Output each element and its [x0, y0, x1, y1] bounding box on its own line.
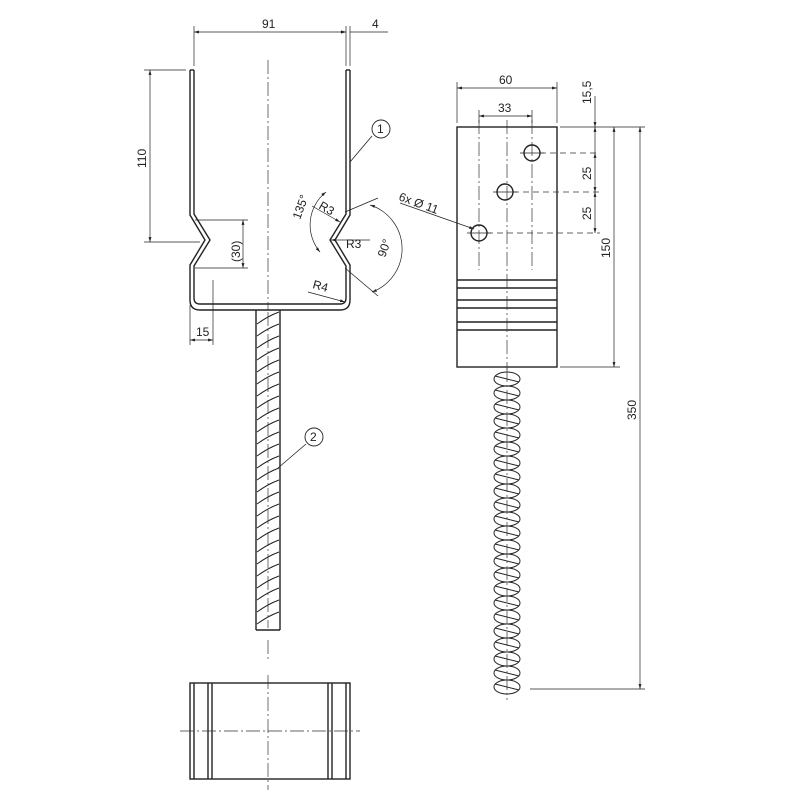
dim-thickness: 4	[372, 17, 379, 31]
dim-hole-spacing: 33	[498, 101, 512, 115]
dim-bend-angle: 90°	[375, 237, 394, 259]
rebar-rib	[256, 371, 280, 385]
rebar-front	[255, 310, 281, 631]
rebar-side	[493, 368, 521, 700]
dim-radius-upper: R3	[317, 198, 338, 218]
dim-plate-height: 150	[599, 238, 613, 258]
dim-holes: 6x Ø 11	[397, 190, 441, 217]
rebar-rib-line	[494, 627, 520, 635]
dim-hole-pitch-1: 25	[580, 166, 594, 180]
dim-top-edge: 15,5	[580, 80, 594, 104]
front-dimensions: 91 4 110 (30) 15 135° R3 R3 90° R4	[135, 17, 403, 345]
dim-radius-inner: R3	[346, 237, 362, 251]
rebar-rib-line	[494, 599, 520, 607]
side-view	[456, 120, 600, 370]
dim-total-height: 350	[625, 400, 639, 420]
side-dimensions: 60 33 15,5 25 25 150 350 6x Ø 11	[397, 73, 645, 690]
rebar-rib	[256, 431, 280, 445]
dim-leg-height: 110	[135, 149, 149, 168]
balloon-1: 1	[349, 119, 391, 163]
dim-notch-angle: 135°	[290, 193, 312, 221]
balloon-2-label: 2	[310, 430, 317, 444]
front-view	[189, 60, 351, 660]
dim-side-width: 60	[499, 73, 513, 87]
u-bracket-outer	[189, 70, 351, 311]
dim-front-width: 91	[262, 17, 276, 31]
dim-bottom-offset: 15	[196, 325, 210, 339]
bottom-view	[180, 675, 360, 790]
rebar-rib-line	[494, 445, 520, 453]
dim-radius-base: R4	[311, 277, 330, 295]
dim-notch-height: (30)	[229, 241, 243, 262]
dim-hole-pitch-2: 25	[580, 206, 594, 220]
u-bracket-inner	[193, 70, 347, 305]
balloon-1-label: 1	[377, 122, 384, 136]
balloon-2: 2	[277, 427, 324, 469]
rebar-rib	[256, 503, 280, 517]
rebar-rib	[256, 563, 280, 577]
rebar-rib-line	[494, 473, 520, 481]
